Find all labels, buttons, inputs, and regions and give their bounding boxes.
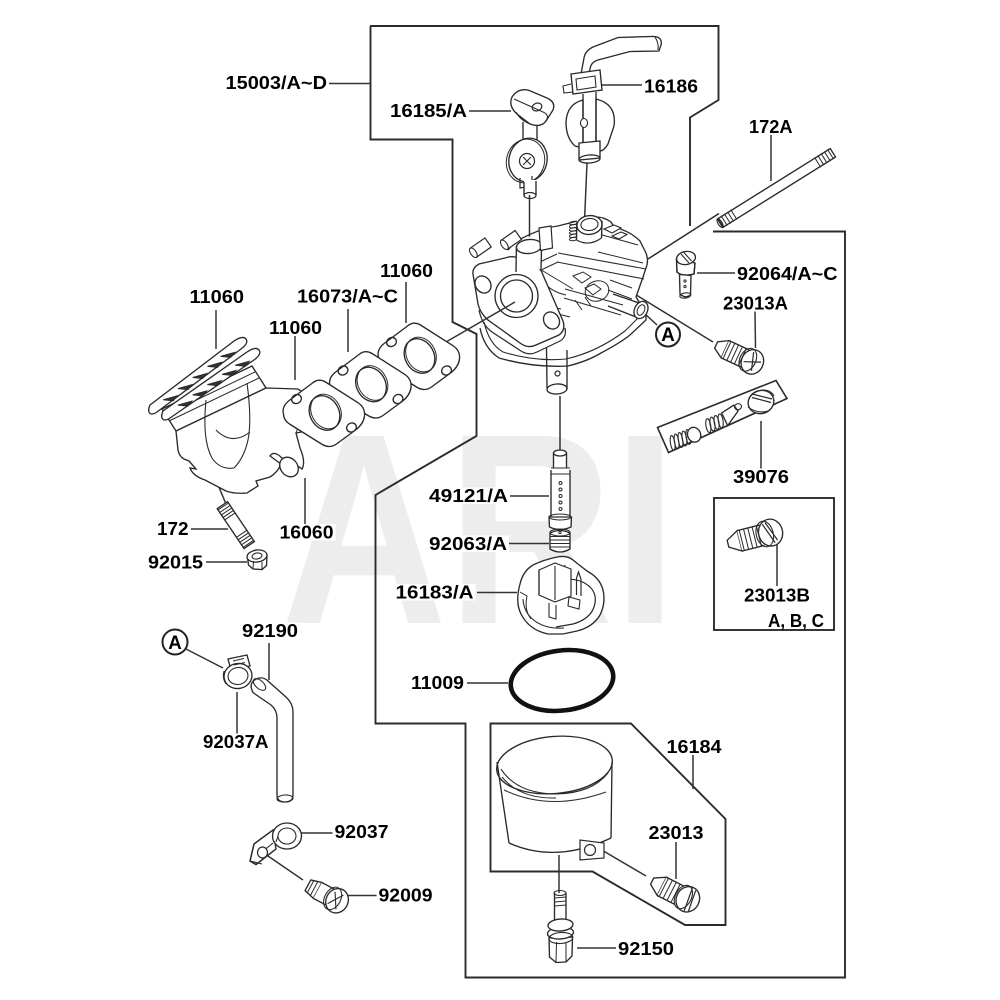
svg-text:11060: 11060: [269, 318, 322, 338]
svg-text:39076: 39076: [733, 467, 789, 487]
svg-text:172: 172: [157, 519, 189, 539]
svg-text:16183/A: 16183/A: [396, 583, 474, 603]
svg-text:11009: 11009: [411, 673, 464, 693]
svg-text:15003/A~D: 15003/A~D: [226, 73, 328, 93]
svg-text:92009: 92009: [379, 886, 433, 906]
svg-text:A: A: [661, 325, 675, 346]
svg-text:92015: 92015: [148, 553, 203, 573]
svg-text:A, B, C: A, B, C: [768, 611, 824, 631]
svg-text:11060: 11060: [190, 287, 245, 307]
svg-text:23013A: 23013A: [723, 294, 788, 314]
svg-text:92190: 92190: [242, 621, 298, 641]
svg-text:172A: 172A: [749, 117, 793, 137]
svg-text:92037A: 92037A: [203, 732, 269, 752]
svg-text:92063/A: 92063/A: [429, 534, 507, 554]
svg-text:16184: 16184: [667, 737, 722, 757]
svg-text:23013B: 23013B: [744, 586, 810, 606]
svg-text:23013: 23013: [649, 823, 704, 843]
svg-text:16073/A~C: 16073/A~C: [297, 287, 398, 307]
svg-text:92064/A~C: 92064/A~C: [737, 264, 838, 284]
svg-text:49121/A: 49121/A: [429, 486, 508, 506]
svg-text:92150: 92150: [618, 939, 674, 959]
svg-text:11060: 11060: [380, 261, 433, 281]
svg-text:16060: 16060: [280, 523, 334, 543]
svg-text:16186: 16186: [644, 77, 698, 97]
svg-text:A: A: [168, 633, 182, 654]
svg-text:92037: 92037: [335, 822, 389, 842]
svg-text:16185/A: 16185/A: [390, 101, 467, 121]
